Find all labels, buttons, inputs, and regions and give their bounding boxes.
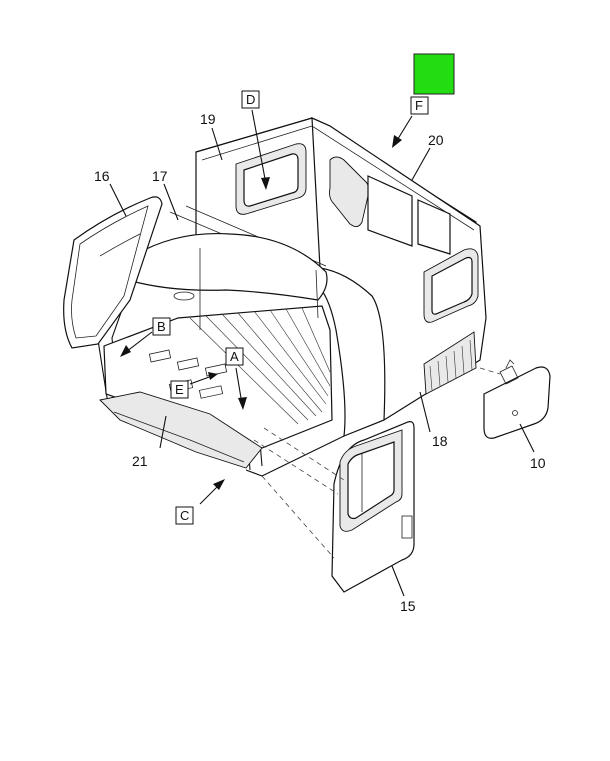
callout-18: 18 [432, 433, 448, 449]
svg-text:E: E [175, 382, 184, 397]
leader-lines [109, 109, 535, 597]
view-label-b: B [152, 317, 171, 336]
view-label-f: F [410, 96, 429, 115]
view-label-c: C [175, 506, 194, 525]
callout-17: 17 [152, 168, 168, 184]
svg-text:D: D [246, 92, 255, 107]
status-indicator [413, 53, 455, 95]
svg-text:B: B [157, 319, 166, 334]
svg-text:A: A [230, 349, 239, 364]
callout-16: 16 [94, 168, 110, 184]
view-labels: D F B A E C [152, 90, 429, 525]
part-10-access-cover [479, 359, 551, 439]
view-label-a: A [225, 347, 244, 366]
svg-text:F: F [415, 98, 423, 113]
callout-19: 19 [200, 111, 216, 127]
callout-15: 15 [400, 598, 416, 614]
view-label-d: D [241, 90, 260, 109]
callout-20: 20 [428, 132, 444, 148]
callout-numbers: 16 17 19 20 18 21 10 15 [94, 111, 546, 614]
view-label-e: E [170, 380, 189, 399]
svg-text:C: C [180, 508, 189, 523]
part-15-door [253, 421, 415, 593]
cab-body [97, 117, 487, 477]
callout-21: 21 [132, 453, 148, 469]
part-16-door-window [63, 196, 163, 349]
callout-10: 10 [530, 455, 546, 471]
